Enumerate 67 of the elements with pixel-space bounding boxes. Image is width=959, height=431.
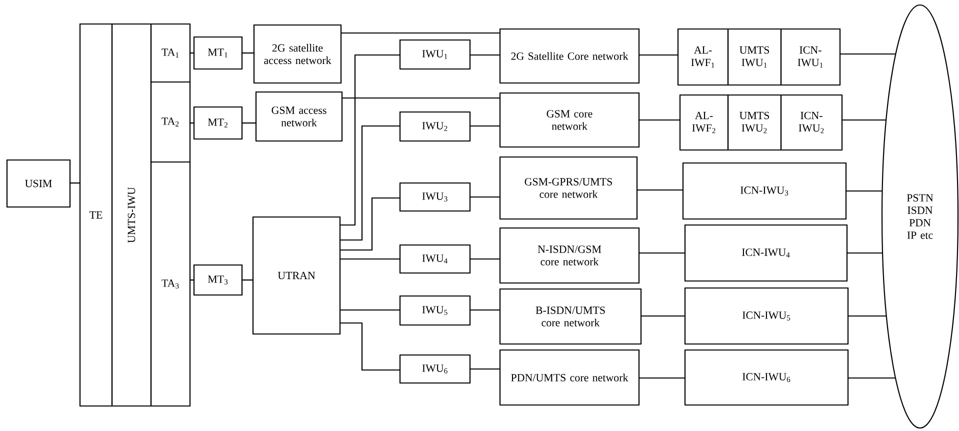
- connector-line: [340, 322, 400, 371]
- function-box: ICN-IWU$_{4}$: [684, 224, 848, 282]
- interworking-box: IWU$_{2}$: [399, 111, 471, 142]
- function-box: ICN-IWU$_{5}$: [684, 287, 849, 345]
- connector-line: [242, 279, 253, 281]
- connector-line: [470, 368, 500, 370]
- connector-line: [340, 258, 400, 260]
- connector-line: [342, 97, 500, 99]
- connector-line: [847, 252, 883, 254]
- terminal-box: MT$_{1}$: [193, 36, 243, 70]
- connector-line: [341, 32, 500, 34]
- adapter-box: TA$_{1}$: [150, 23, 191, 83]
- adapter-box: TA$_{2}$: [150, 81, 191, 163]
- connector-line: [639, 252, 685, 254]
- connector-line: [470, 258, 500, 260]
- core-network-box: 2G Satellite Core network: [499, 28, 640, 84]
- access-network-box: 2G satellite access network: [253, 24, 342, 84]
- core-network-box: GSM-GPRS/UMTS core network: [499, 156, 638, 220]
- core-network-box: B-ISDN/UMTS core network: [499, 288, 642, 345]
- function-box: AL-IWF$_{1}$: [677, 28, 729, 86]
- core-network-box: N-ISDN/GSM core network: [499, 227, 640, 284]
- connector-line: [340, 54, 400, 226]
- connector-line: [848, 315, 886, 317]
- connector-line: [190, 279, 194, 281]
- connector-line: [641, 315, 685, 317]
- connector-line: [842, 119, 886, 121]
- connector-line: [242, 52, 254, 54]
- connector-line: [340, 197, 400, 251]
- interworking-box: IWU$_{4}$: [399, 244, 471, 274]
- connector-line: [190, 122, 194, 124]
- access-network-box: UTRAN: [252, 216, 341, 335]
- access-network-box: GSM access network: [255, 91, 343, 142]
- interworking-column: UMTS-IWU: [111, 23, 152, 407]
- function-box: UMTS IWU$_{1}$: [727, 28, 782, 86]
- interworking-box: IWU$_{1}$: [399, 39, 471, 70]
- connector-line: [470, 125, 500, 127]
- connector-line: [340, 309, 400, 311]
- connector-line: [639, 54, 678, 56]
- terminal-column: TE: [79, 23, 113, 407]
- connector-line: [840, 53, 896, 55]
- connector-line: [637, 189, 683, 191]
- connector-line: [639, 377, 685, 379]
- core-network-box: GSM core network: [499, 92, 640, 148]
- connector-line: [340, 125, 400, 241]
- function-box: AL-IWF$_{2}$: [679, 94, 729, 151]
- connector-line: [470, 309, 500, 311]
- interworking-box: IWU$_{3}$: [399, 182, 471, 212]
- usim-box: USIM: [6, 159, 71, 208]
- function-box: UMTS IWU$_{2}$: [727, 94, 782, 151]
- function-box: ICN-IWU$_{2}$: [780, 94, 843, 151]
- connector-line: [190, 52, 194, 54]
- function-box: ICN-IWU$_{1}$: [780, 28, 841, 86]
- interworking-box: IWU$_{5}$: [399, 295, 471, 326]
- connector-line: [846, 190, 882, 192]
- connector-line: [848, 377, 896, 379]
- connector-line: [70, 182, 80, 184]
- core-network-box: PDN/UMTS core network: [499, 349, 640, 406]
- terminal-box: MT$_{2}$: [193, 106, 243, 140]
- connector-line: [242, 122, 256, 124]
- adapter-box: TA$_{3}$: [150, 161, 191, 407]
- connector-line: [639, 119, 680, 121]
- function-box: ICN-IWU$_{3}$: [682, 162, 847, 220]
- connector-line: [470, 196, 500, 198]
- function-box: ICN-IWU$_{6}$: [684, 349, 849, 406]
- interworking-box: IWU$_{6}$: [399, 354, 471, 384]
- terminal-box: MT$_{3}$: [193, 264, 243, 296]
- connector-line: [470, 54, 500, 56]
